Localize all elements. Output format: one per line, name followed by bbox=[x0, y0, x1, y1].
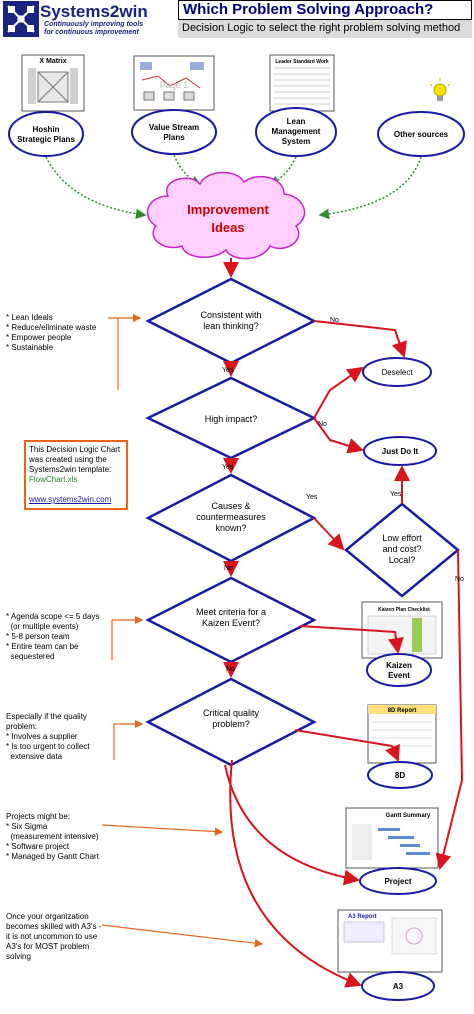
logo-title: Systems2win bbox=[40, 2, 148, 21]
svg-text:A3: A3 bbox=[393, 982, 404, 991]
svg-text:Just Do It: Just Do It bbox=[382, 447, 419, 456]
decision-effort: Low effort and cost? Local? bbox=[344, 502, 460, 598]
edge-label-causes-yes: Yes bbox=[306, 494, 318, 501]
svg-text:countermeasures: countermeasures bbox=[196, 512, 266, 522]
edge-label-effort-yes: Yes bbox=[390, 491, 402, 498]
source-value-stream: Value Stream Plans bbox=[131, 109, 217, 155]
svg-text:Low effort: Low effort bbox=[382, 533, 422, 543]
svg-text:Value Stream: Value Stream bbox=[149, 123, 199, 132]
svg-text:Meet criteria for a: Meet criteria for a bbox=[196, 607, 266, 617]
svg-text:Plans: Plans bbox=[163, 133, 185, 142]
title-box: Which Problem Solving Approach? bbox=[178, 0, 472, 20]
svg-text:Management: Management bbox=[272, 127, 321, 136]
info-file-name: FlowChart.xls bbox=[29, 475, 78, 484]
page-subtitle: Decision Logic to select the right probl… bbox=[182, 22, 461, 34]
edge-label-lean-no: No bbox=[330, 317, 339, 324]
edge-label-kaizen-no: No bbox=[226, 666, 235, 673]
eight-d-thumbnail: 8D Report bbox=[367, 704, 437, 764]
svg-text:Event: Event bbox=[388, 671, 410, 680]
source-lean-management: Lean Management System bbox=[255, 107, 337, 157]
decision-kaizen: Meet criteria for a Kaizen Event? bbox=[145, 576, 317, 664]
edge-label-effort-no: No bbox=[455, 576, 464, 583]
value-stream-thumbnail: Page 1 bbox=[133, 55, 215, 111]
edge-label-lean-yes: Yes bbox=[222, 367, 234, 374]
info-line-1: This Decision Logic Chart bbox=[29, 445, 121, 454]
svg-text:known?: known? bbox=[215, 523, 246, 533]
svg-text:and cost?: and cost? bbox=[382, 544, 421, 554]
cloud-line-1: Improvement bbox=[187, 202, 269, 217]
svg-text:Causes &: Causes & bbox=[211, 501, 250, 511]
cloud-line-2: Ideas bbox=[211, 220, 244, 235]
a3-usage-note: Once your organization becomes skilled w… bbox=[6, 912, 102, 961]
template-info-box: This Decision Logic Chart was created us… bbox=[24, 440, 128, 510]
logo-tagline-2: for continuous improvement bbox=[44, 29, 139, 36]
end-project: Project bbox=[359, 867, 437, 895]
decision-quality: Critical quality problem? bbox=[145, 677, 317, 767]
edge-label-causes-no: No bbox=[224, 565, 233, 572]
svg-text:Gantt Summary: Gantt Summary bbox=[386, 813, 431, 819]
note-brackets bbox=[101, 313, 264, 948]
source-other: Other sources bbox=[377, 111, 465, 157]
project-types-note: Projects might be: * Six Sigma (measurem… bbox=[6, 812, 99, 861]
info-line-3: Systems2win template: bbox=[29, 465, 112, 474]
lightbulb-icon bbox=[429, 78, 451, 101]
end-deselect: Deselect bbox=[362, 357, 432, 387]
svg-text:Consistent with: Consistent with bbox=[200, 310, 261, 320]
end-just-do-it: Just Do It bbox=[363, 436, 437, 466]
svg-text:Hoshin: Hoshin bbox=[32, 125, 59, 134]
decision-lean: Consistent with lean thinking? bbox=[145, 277, 317, 365]
svg-text:8D Report: 8D Report bbox=[388, 708, 417, 714]
x-matrix-thumbnail: X Matrix bbox=[21, 54, 85, 112]
svg-text:Local?: Local? bbox=[389, 555, 416, 565]
decision-causes: Causes & countermeasures known? bbox=[145, 473, 317, 563]
gantt-summary-thumbnail: Gantt Summary bbox=[345, 807, 439, 869]
end-kaizen-event: Kaizen Event bbox=[366, 653, 432, 687]
svg-text:Project: Project bbox=[384, 877, 411, 886]
svg-text:Deselect: Deselect bbox=[381, 368, 413, 377]
subtitle-box: Decision Logic to select the right probl… bbox=[178, 20, 472, 38]
decision-impact: High impact? bbox=[145, 376, 317, 460]
a3-report-thumbnail: A3 Report bbox=[337, 909, 443, 973]
x-matrix-caption: X Matrix bbox=[39, 58, 66, 65]
svg-text:Kaizen Plan Checklist: Kaizen Plan Checklist bbox=[378, 607, 430, 613]
logo-mark-icon bbox=[3, 1, 39, 37]
svg-text:High impact?: High impact? bbox=[205, 414, 258, 424]
logo: Systems2win Continuously improving tools… bbox=[0, 0, 172, 38]
svg-text:problem?: problem? bbox=[212, 719, 250, 729]
edge-label-impact-yes: Yes bbox=[222, 464, 234, 471]
svg-text:System: System bbox=[282, 137, 310, 146]
value-stream-caption: Page 1 bbox=[160, 80, 189, 90]
header: Systems2win Continuously improving tools… bbox=[0, 0, 474, 40]
edge-label-impact-no: No bbox=[318, 421, 327, 428]
lean-ideals-note: * Lean Ideals * Reduce/eliminate waste *… bbox=[6, 313, 97, 352]
info-url-link[interactable]: www.systems2win.com bbox=[29, 495, 112, 504]
svg-text:Lean: Lean bbox=[287, 117, 306, 126]
svg-text:Strategic Plans: Strategic Plans bbox=[17, 135, 75, 144]
svg-text:A3 Report: A3 Report bbox=[348, 914, 377, 920]
quality-problem-note: Especially if the quality problem: * Inv… bbox=[6, 712, 90, 761]
svg-text:8D: 8D bbox=[395, 771, 405, 780]
svg-text:Other sources: Other sources bbox=[394, 130, 449, 139]
svg-text:Kaizen: Kaizen bbox=[386, 661, 412, 670]
kaizen-criteria-note: * Agenda scope <= 5 days (or multiple ev… bbox=[6, 612, 100, 661]
svg-text:Critical quality: Critical quality bbox=[203, 708, 260, 718]
leader-standard-work-thumbnail: Leader Standard Work bbox=[269, 54, 335, 112]
end-8d: 8D bbox=[367, 761, 433, 789]
flow-arrows bbox=[223, 258, 464, 988]
end-a3: A3 bbox=[361, 971, 435, 1001]
svg-text:lean thinking?: lean thinking? bbox=[203, 321, 259, 331]
source-hoshin: Hoshin Strategic Plans bbox=[8, 111, 84, 157]
page-title: Which Problem Solving Approach? bbox=[183, 1, 434, 18]
logo-tagline-1: Continuously improving tools bbox=[44, 21, 144, 28]
improvement-ideas-cloud: Improvement Ideas bbox=[146, 171, 306, 260]
lsw-caption: Leader Standard Work bbox=[275, 59, 328, 65]
svg-text:Kaizen Event?: Kaizen Event? bbox=[202, 618, 260, 628]
info-line-2: was created using the bbox=[29, 455, 107, 464]
